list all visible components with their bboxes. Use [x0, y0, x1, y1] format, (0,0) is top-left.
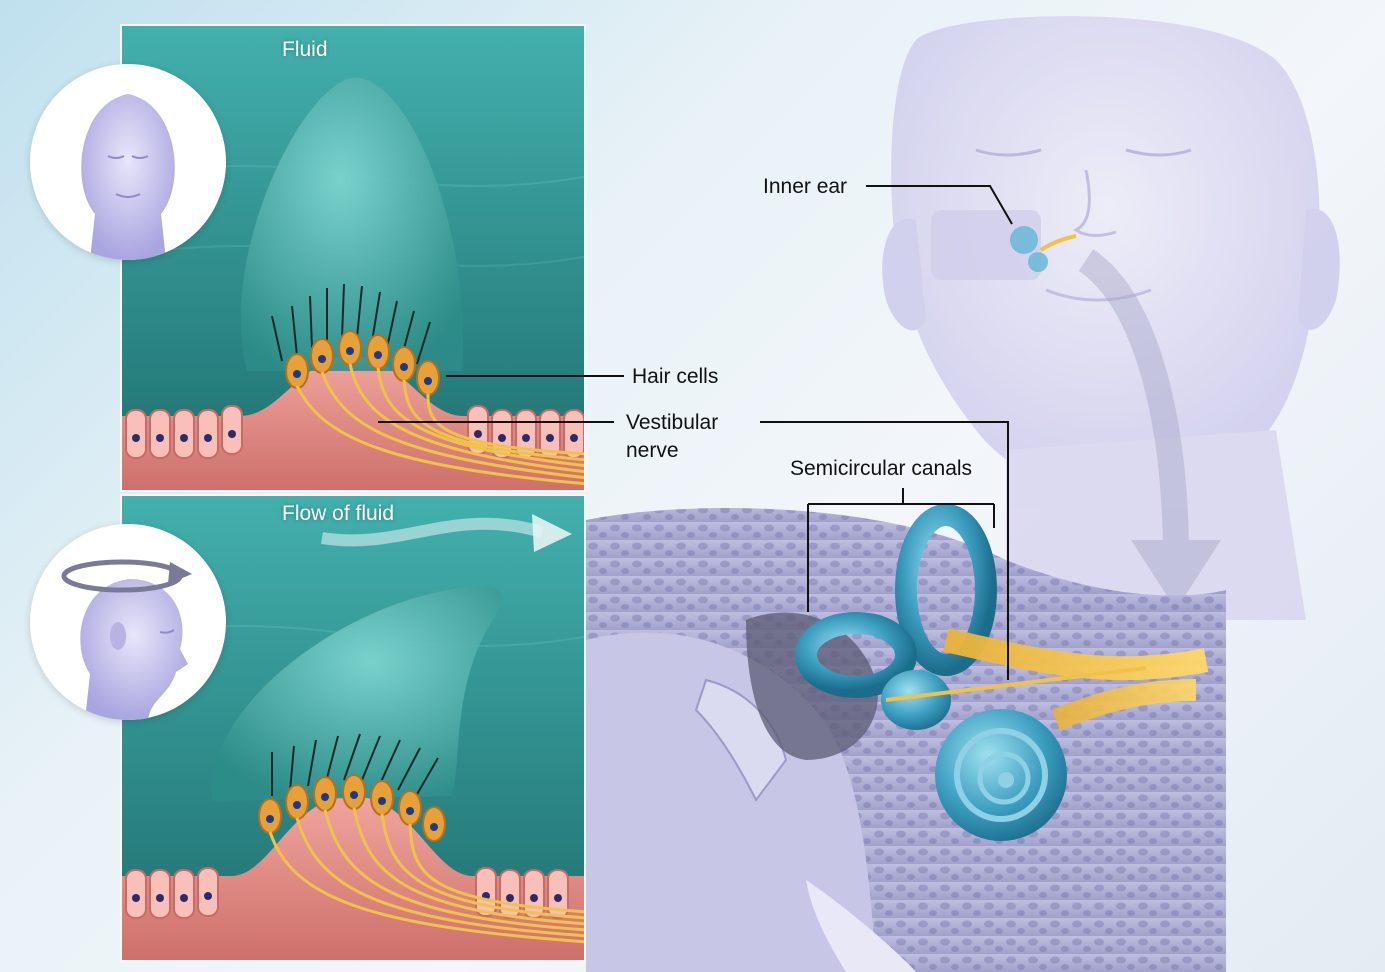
head-turning-icon — [30, 524, 226, 720]
callout-inner-ear: Inner ear — [763, 174, 847, 199]
panel-label-flow-of-fluid: Flow of fluid — [282, 502, 394, 526]
callout-vestibular-nerve-line2: nerve — [626, 438, 679, 463]
callout-vestibular-nerve-line1: Vestibular — [626, 410, 718, 435]
panel-label-fluid: Fluid — [282, 38, 328, 62]
face-silhouette — [882, 16, 1340, 620]
ear-anatomy-illustration — [586, 0, 1385, 972]
head-front-icon — [30, 64, 226, 260]
callout-semicircular-canals: Semicircular canals — [790, 456, 972, 481]
callout-hair-cells: Hair cells — [632, 364, 718, 389]
cochlea-icon — [935, 709, 1067, 841]
